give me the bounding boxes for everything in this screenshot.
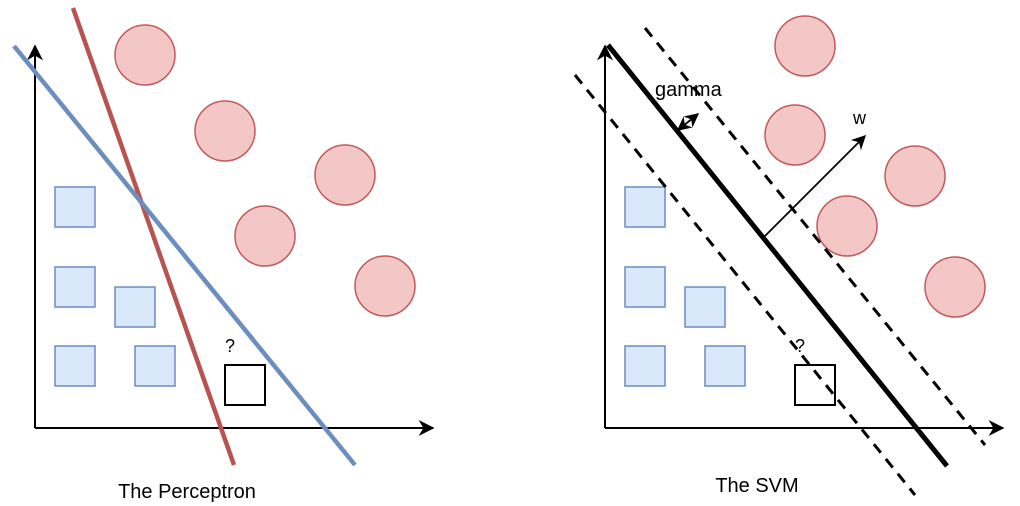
svm-margin-lower — [573, 74, 917, 496]
square-point — [114, 286, 156, 328]
svm-decision-boundary — [606, 43, 949, 468]
perceptron-boundary-blue — [12, 44, 357, 467]
w-label: w — [852, 108, 867, 128]
gamma-arrow — [676, 113, 700, 131]
circle-point — [774, 15, 836, 77]
circle-point — [764, 104, 826, 166]
circle-point — [924, 256, 986, 318]
perceptron-circles — [114, 24, 416, 317]
svm-squares — [624, 186, 746, 387]
circle-point — [114, 24, 176, 86]
circle-point — [354, 255, 416, 317]
unknown-point — [224, 364, 266, 406]
perceptron-squares — [54, 186, 176, 387]
circle-point — [816, 195, 878, 257]
square-point — [684, 286, 726, 328]
unknown-point-label: ? — [225, 336, 235, 356]
perceptron-caption: The Perceptron — [118, 481, 256, 503]
circle-point — [194, 100, 256, 162]
square-point — [704, 345, 746, 387]
svm-circles — [764, 15, 986, 318]
square-point — [54, 345, 96, 387]
square-point — [624, 186, 666, 228]
perceptron-panel: ? The Perceptron — [12, 7, 435, 503]
w-vector-arrow — [764, 134, 867, 237]
svm-caption: The SVM — [715, 475, 798, 497]
square-point — [134, 345, 176, 387]
square-point — [54, 186, 96, 228]
circle-point — [884, 145, 946, 207]
circle-point — [314, 144, 376, 206]
square-point — [624, 266, 666, 308]
square-point — [624, 345, 666, 387]
unknown-point-label: ? — [795, 336, 805, 356]
svm-margin-upper — [643, 27, 987, 446]
gamma-label: gamma — [655, 79, 723, 101]
perceptron-boundary-red — [70, 7, 237, 466]
svm-panel: ? gamma w The SVM — [573, 15, 1005, 497]
square-point — [54, 266, 96, 308]
circle-point — [234, 205, 296, 267]
